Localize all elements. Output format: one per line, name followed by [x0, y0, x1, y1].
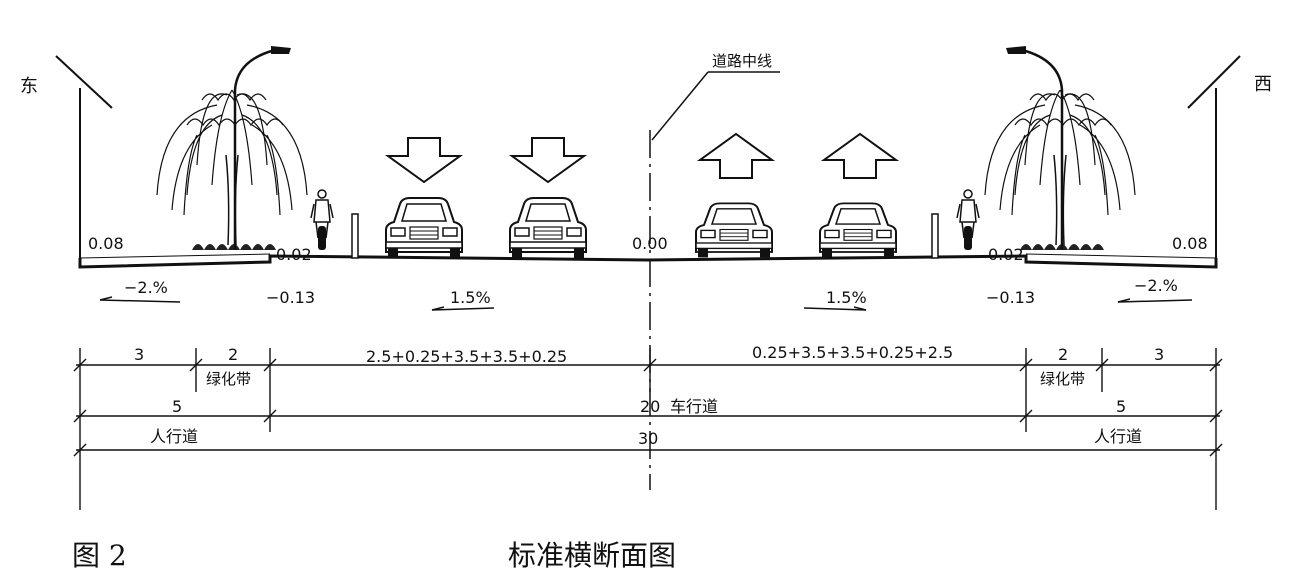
- elevation-right-inner: 0.02: [988, 245, 1024, 264]
- figure-title: 标准横断面图: [508, 539, 677, 572]
- elevation-left-outer: 0.08: [88, 234, 124, 253]
- svg-text:−2.%: −2.%: [1134, 276, 1178, 295]
- elevation-left-low: −0.13: [266, 288, 315, 307]
- left-bollard: [351, 213, 359, 259]
- dimension-lines: [73, 348, 1223, 510]
- elevation-right-low: −0.13: [986, 288, 1035, 307]
- dim-right-green-label: 绿化带: [1040, 370, 1085, 388]
- centerline-label: 道路中线: [712, 52, 772, 70]
- svg-text:−2.%: −2.%: [124, 278, 168, 297]
- left-boundary-wall: [55, 55, 113, 258]
- dim-right-side-total: 5: [1116, 397, 1126, 416]
- elevation-right-outer: 0.08: [1172, 234, 1208, 253]
- dim-left-side-total: 5: [172, 397, 182, 416]
- right-street-lamp: [1004, 44, 1064, 252]
- dim-right-walk: 3: [1154, 345, 1164, 364]
- dim-left-side-label: 人行道: [150, 427, 198, 446]
- slope-right-side: −2.%: [1117, 276, 1193, 303]
- figure-number: 图 2: [72, 539, 127, 572]
- dim-right-lanes: 0.25+3.5+3.5+0.25+2.5: [752, 343, 953, 362]
- arrow-up-icon-2: [823, 133, 897, 179]
- left-willow-tree: [156, 89, 308, 251]
- right-boundary-wall: [1187, 55, 1241, 258]
- east-label: 东: [20, 76, 38, 97]
- arrow-down-icon-1: [387, 137, 461, 183]
- road-centerline: [649, 71, 780, 490]
- left-street-lamp: [233, 44, 293, 252]
- arrow-up-icon-1: [699, 133, 773, 179]
- elevation-center: 0.00: [632, 234, 668, 253]
- right-bollard: [931, 213, 939, 259]
- arrow-down-icon-2: [511, 137, 585, 183]
- dim-overall-total: 30: [638, 429, 658, 448]
- dim-left-lanes: 2.5+0.25+3.5+3.5+0.25: [366, 347, 567, 366]
- road-surface-profile: [78, 253, 1218, 269]
- svg-text:1.5%: 1.5%: [826, 288, 867, 307]
- svg-text:1.5%: 1.5%: [450, 288, 491, 307]
- dim-carriage-label: 车行道: [670, 397, 718, 416]
- dim-left-green-label: 绿化带: [206, 370, 251, 388]
- right-cyclist-icon: [956, 189, 980, 251]
- car-icon-2: [509, 197, 587, 259]
- dim-right-green: 2: [1058, 345, 1068, 364]
- slope-left-side: −2.%: [99, 278, 181, 303]
- slope-left-lane: 1.5%: [431, 288, 495, 311]
- right-willow-tree: [984, 89, 1136, 251]
- dim-carriage-total: 20: [640, 397, 660, 416]
- car-icon-3: [695, 202, 773, 259]
- car-icon-4: [819, 202, 897, 259]
- dim-left-green: 2: [228, 345, 238, 364]
- dim-left-walk: 3: [134, 345, 144, 364]
- left-cyclist-icon: [310, 189, 334, 251]
- dim-right-side-label: 人行道: [1094, 427, 1142, 446]
- west-label: 西: [1254, 74, 1272, 95]
- car-icon-1: [385, 197, 463, 259]
- slope-right-lane: 1.5%: [803, 288, 867, 311]
- elevation-left-inner: 0.02: [276, 245, 312, 264]
